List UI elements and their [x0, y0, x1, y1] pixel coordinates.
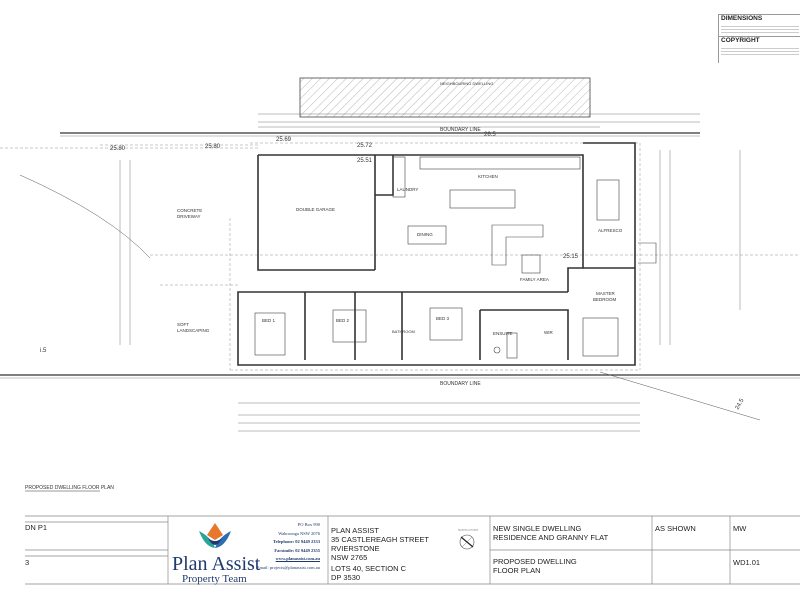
- room-label-master-2: BEDROOM: [593, 297, 617, 302]
- setback-lines: [0, 142, 800, 371]
- project-line: RESIDENCE AND GRANNY FLAT: [493, 533, 609, 542]
- room-label-garage: DOUBLE GARAGE: [296, 207, 335, 212]
- level: 25.80: [205, 144, 221, 150]
- level: 25.15: [563, 254, 579, 260]
- room-labels: DOUBLE GARAGE CONCRETE DRIVEWAY LAUNDRY …: [177, 174, 623, 336]
- bed2-bed: [332, 309, 367, 343]
- drawing-title: PROPOSED DWELLING FLOOR PLAN: [25, 485, 114, 491]
- level: 25.80: [110, 146, 126, 152]
- plan-assist-logo-icon: [199, 523, 231, 548]
- revision-label: DN P1: [25, 523, 48, 532]
- notes-dimensions-heading: DIMENSIONS: [721, 15, 763, 22]
- telephone: Telephone: 02 9449 2333: [273, 539, 320, 544]
- website-link[interactable]: www.planassist.com.au: [275, 556, 320, 561]
- client-address: PLAN ASSIST 35 CASTLEREAGH STREET RVIERS…: [331, 526, 429, 562]
- room-label-bed3: BED 3: [436, 316, 450, 321]
- site-details: LOTS 40, SECTION C DP 3530: [331, 564, 406, 582]
- room-label-laundry: LAUNDRY: [397, 187, 418, 192]
- toilet: [493, 346, 501, 354]
- drawing-title-line: FLOOR PLAN: [493, 566, 541, 575]
- room-label-soft: SOFT: [177, 322, 189, 327]
- room-label-dining: DINING: [417, 232, 433, 237]
- drawing-number: WD1.01: [733, 558, 761, 567]
- room-label-driveway-2: DRIVEWAY: [177, 214, 201, 219]
- general-notes: DIMENSIONS COPYRIGHT: [718, 14, 800, 63]
- scale-value: AS SHOWN: [655, 524, 696, 533]
- boundary-bottom-label: BOUNDARY LINE: [440, 381, 481, 387]
- boundary-top: BOUNDARY LINE: [60, 127, 700, 137]
- site-line: LOTS 40, SECTION C: [331, 564, 407, 573]
- drawing-title-block: PROPOSED DWELLING FLOOR PLAN: [493, 557, 577, 575]
- level: 24.5: [735, 397, 746, 411]
- north-point-icon: [459, 534, 475, 550]
- neighbouring-dwelling: NEIGHBOURING DWELLING: [299, 77, 591, 118]
- neighbouring-label: NEIGHBOURING DWELLING: [440, 81, 493, 86]
- room-label-bed1: BED 1: [262, 318, 276, 323]
- site-line: DP 3530: [331, 573, 361, 582]
- facsimile: Facsimile: 02 9449 2355: [274, 547, 320, 553]
- kitchen-island: [449, 189, 516, 209]
- notes-divider: [719, 36, 800, 37]
- boundary-top-label: BOUNDARY LINE: [440, 127, 481, 133]
- house-walls: [237, 142, 636, 366]
- logo-name: Plan Assist: [172, 553, 261, 575]
- room-label-driveway: CONCRETE: [177, 208, 202, 213]
- dining-table: [407, 225, 447, 245]
- bed1-bed: [254, 312, 286, 356]
- client-line: RVIERSTONE: [331, 544, 380, 553]
- room-label-landscaping: LANDSCAPING: [177, 328, 210, 333]
- boundary-bottom: BOUNDARY LINE: [0, 371, 800, 421]
- level: 25.69: [276, 137, 292, 143]
- alfresco-table: [596, 179, 620, 221]
- address: Wahroonga NSW 2076: [278, 530, 320, 536]
- dimension-lines: [119, 150, 741, 432]
- spot-levels: 25.80 25.80 25.69 25.72 25.51 25.15 26.5…: [40, 132, 746, 411]
- bed3-bed: [429, 307, 463, 341]
- notes-copyright-heading: COPYRIGHT: [721, 37, 760, 44]
- shower: [506, 332, 518, 359]
- driveway-edge: [19, 174, 151, 259]
- top-dimensions: [258, 113, 700, 128]
- sofa: [491, 224, 544, 266]
- coffee-table: [521, 254, 541, 274]
- room-label-ensuite: ENSUITE: [493, 331, 513, 336]
- client-line: PLAN ASSIST: [331, 526, 379, 535]
- level: i.5: [40, 348, 47, 354]
- title-block-frame: [25, 515, 800, 585]
- client-line: NSW 2765: [331, 553, 368, 562]
- room-label-family: FAMILY AREA: [520, 277, 549, 282]
- logo-subtitle: Property Team: [182, 573, 247, 585]
- north-point-label: NORTH POINT: [458, 528, 479, 532]
- drawing-title-line: PROPOSED DWELLING: [493, 557, 577, 566]
- room-label-wir: WIR: [544, 330, 553, 335]
- room-label-master: MASTER: [596, 291, 616, 296]
- room-label-kitchen: KITCHEN: [478, 174, 498, 179]
- client-line: 35 CASTLEREAGH STREET: [331, 535, 429, 544]
- notes-copyright-text: [721, 46, 799, 57]
- room-label-bathroom: BATHROOM: [392, 329, 415, 334]
- level: 25.51: [357, 158, 373, 164]
- level: 25.72: [357, 143, 373, 149]
- room-label-alfresco: ALFRESCO: [598, 228, 623, 233]
- master-bed: [582, 317, 619, 357]
- email-link[interactable]: Email: projects@planassist.com.au: [256, 564, 320, 570]
- steps: [638, 242, 657, 264]
- kitchen-bench: [419, 156, 581, 170]
- notes-dimensions-text: [721, 24, 799, 35]
- laundry-tub: [392, 156, 406, 198]
- project-line: NEW SINGLE DWELLING: [493, 524, 582, 533]
- furniture: [254, 156, 657, 359]
- project-name: NEW SINGLE DWELLING RESIDENCE AND GRANNY…: [493, 524, 608, 542]
- po-box: PO Box 990: [297, 522, 320, 527]
- room-label-bed2: BED 2: [336, 318, 350, 323]
- drawn-by: MW: [733, 524, 747, 533]
- sheet-number: 3: [25, 558, 30, 567]
- level: 26.5: [484, 132, 496, 138]
- contact-details: PO Box 990 Wahroonga NSW 2076 Telephone:…: [257, 521, 320, 572]
